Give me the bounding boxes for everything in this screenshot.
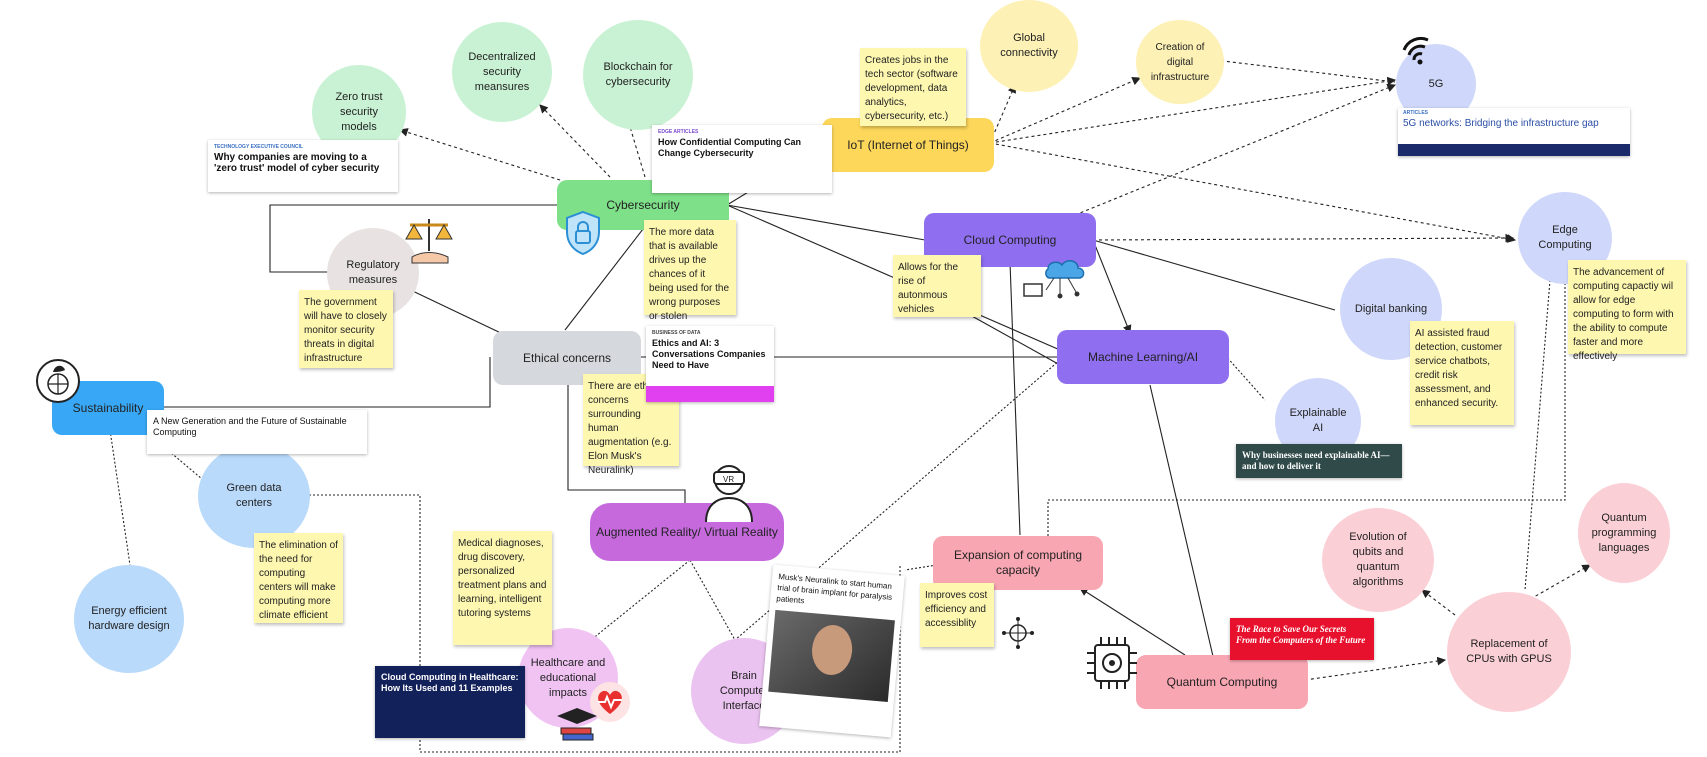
note-text: Medical diagnoses, drug discovery, perso…	[458, 538, 547, 619]
note-text: The government will have to closely moni…	[304, 297, 387, 364]
article-banner	[1398, 144, 1630, 156]
article-headline: Cloud Computing in Healthcare: How Its U…	[381, 672, 519, 693]
node-label: Quantum Computing	[1166, 674, 1278, 689]
node-label: Creation of digital infrastructure	[1150, 41, 1210, 83]
node-label: Sustainability	[72, 400, 144, 415]
node-label: Decentralized security meansures	[468, 50, 536, 93]
node-label: 5G	[1428, 77, 1444, 90]
portrait-photo	[768, 609, 895, 703]
article-kicker: Edge Articles	[658, 129, 699, 135]
node-label: Machine Learning/AI	[1087, 349, 1199, 364]
article-kicker: TECHNOLOGY EXECUTIVE COUNCIL	[214, 144, 304, 150]
note-text: Creates jobs in the tech sector (softwar…	[865, 55, 958, 122]
note-text: AI assisted fraud detection, customer se…	[1415, 328, 1503, 409]
books-icon	[557, 708, 597, 741]
article-sustainable-computing[interactable]: A New Generation and the Future of Susta…	[147, 410, 367, 454]
node-label: Blockchain for cybersecurity	[603, 61, 673, 88]
scales-icon	[405, 219, 453, 264]
note-data-drives[interactable]: The more data that is available drives u…	[644, 220, 736, 322]
node-label: Augmented Reality/ Virtual Reality	[596, 524, 778, 539]
node-label: Regulatory measures	[346, 259, 400, 286]
node-qubits[interactable]: Evolution of qubits and quantum algorith…	[1322, 508, 1434, 612]
node-label: Digital banking	[1354, 302, 1428, 315]
article-headline: The Race to Save Our Secrets From the Co…	[1236, 624, 1366, 645]
article-banner	[646, 386, 774, 402]
note-text: The more data that is available drives u…	[649, 227, 730, 322]
article-headline: Musk's Neuralink to start human trial of…	[775, 572, 893, 606]
note-cost-efficiency[interactable]: Improves cost efficiency and accessiblit…	[920, 583, 994, 647]
note-text: Improves cost efficiency and accessiblit…	[925, 590, 988, 629]
node-label: IoT (Internet of Things)	[847, 137, 969, 152]
node-global-connectivity[interactable]: Global connectivity	[980, 0, 1078, 92]
heart-pulse-icon	[590, 682, 630, 722]
node-green-data-centers[interactable]: Green data centers	[198, 444, 310, 548]
node-label: Expansion of computing capacity	[953, 548, 1083, 577]
shield-lock-icon	[566, 210, 600, 256]
globe-network-icon	[1002, 617, 1034, 649]
node-label: Zero trust security models	[335, 90, 383, 133]
article-headline: Ethics and AI: 3 Conversations Companies…	[652, 338, 766, 370]
node-replacement-gpus[interactable]: Replacement of CPUs with GPUS	[1447, 592, 1571, 712]
note-medical[interactable]: Medical diagnoses, drug discovery, perso…	[453, 531, 552, 645]
svg-text:VR: VR	[723, 475, 734, 484]
processor-chip-icon	[1087, 637, 1137, 689]
article-headline: A New Generation and the Future of Susta…	[153, 416, 347, 437]
node-label: Edge Computing	[1538, 224, 1592, 251]
node-label: Cloud Computing	[963, 232, 1057, 247]
node-expansion-capacity[interactable]: Expansion of computing capacity	[933, 536, 1103, 590]
article-confidential-computing[interactable]: Edge Articles How Confidential Computing…	[652, 125, 832, 193]
node-label: Replacement of CPUs with GPUS	[1466, 638, 1552, 665]
article-race-secrets[interactable]: The Race to Save Our Secrets From the Co…	[1230, 618, 1374, 660]
article-headline: Why businesses need explainable AI—and h…	[1242, 450, 1390, 471]
note-ai-fraud[interactable]: AI assisted fraud detection, customer se…	[1410, 321, 1514, 425]
node-blockchain[interactable]: Blockchain for cybersecurity	[583, 20, 693, 130]
article-cloud-healthcare[interactable]: Cloud Computing in Healthcare: How Its U…	[375, 666, 525, 738]
article-kicker: Business of Data	[652, 330, 701, 336]
article-neuralink[interactable]: Musk's Neuralink to start human trial of…	[759, 564, 905, 738]
wifi-icon	[1402, 37, 1429, 65]
article-ethics-ai[interactable]: Business of Data Ethics and AI: 3 Conver…	[646, 326, 774, 402]
note-iot-jobs[interactable]: Creates jobs in the tech sector (softwar…	[860, 48, 966, 126]
node-quantum-computing[interactable]: Quantum Computing	[1136, 655, 1308, 709]
article-zero-trust[interactable]: TECHNOLOGY EXECUTIVE COUNCIL Why compani…	[208, 140, 398, 192]
node-quantum-languages[interactable]: Quantum programming languages	[1578, 483, 1670, 583]
article-headline: 5G networks: Bridging the infrastructure…	[1403, 118, 1599, 129]
node-label: Green data centers	[226, 482, 282, 509]
article-kicker: ARTICLES	[1403, 110, 1428, 116]
article-headline: How Confidential Computing Can Change Cy…	[658, 137, 801, 158]
node-machine-learning[interactable]: Machine Learning/AI	[1057, 330, 1229, 384]
node-label: Cybersecurity	[606, 197, 680, 212]
cloud-network-icon	[1023, 260, 1085, 299]
note-text: The advancement of computing capactiy wi…	[1573, 267, 1674, 362]
article-explainable-ai[interactable]: Why businesses need explainable AI—and h…	[1236, 444, 1402, 478]
node-label: Ethical concerns	[522, 350, 612, 365]
node-ethical-concerns[interactable]: Ethical concerns	[493, 331, 641, 385]
note-text: Allows for the rise of autonmous vehicle…	[898, 262, 959, 315]
note-autonomous-vehicles[interactable]: Allows for the rise of autonmous vehicle…	[893, 255, 981, 317]
node-label: Energy efficient hardware design	[88, 605, 170, 632]
note-elimination[interactable]: The elimination of the need for computin…	[254, 533, 343, 623]
node-digital-infrastructure[interactable]: Creation of digital infrastructure	[1136, 20, 1224, 104]
note-edge-advancement[interactable]: The advancement of computing capactiy wi…	[1568, 260, 1686, 362]
node-label: Quantum programming languages	[1591, 511, 1657, 554]
article-5g-networks[interactable]: ARTICLES 5G networks: Bridging the infra…	[1398, 108, 1630, 156]
node-energy-efficient[interactable]: Energy efficient hardware design	[74, 565, 184, 673]
node-label: Explainable AI	[1289, 407, 1347, 434]
note-government[interactable]: The government will have to closely moni…	[299, 290, 393, 368]
node-iot[interactable]: IoT (Internet of Things)	[822, 118, 994, 172]
node-label: Brain Computer Interface	[719, 669, 769, 712]
node-label: Global connectivity	[1000, 32, 1058, 59]
node-label: Evolution of qubits and quantum algorith…	[1349, 531, 1407, 588]
note-text: The elimination of the need for computin…	[259, 540, 338, 621]
node-decentralized-security[interactable]: Decentralized security meansures	[452, 22, 552, 122]
vr-person-icon: VR	[705, 465, 753, 523]
node-label: Healthcare and educational impacts	[530, 656, 606, 699]
globe-leaf-icon	[36, 359, 80, 403]
article-headline: Why companies are moving to a 'zero trus…	[214, 152, 380, 174]
note-text: There are ethical concerns surrounding h…	[588, 381, 672, 476]
